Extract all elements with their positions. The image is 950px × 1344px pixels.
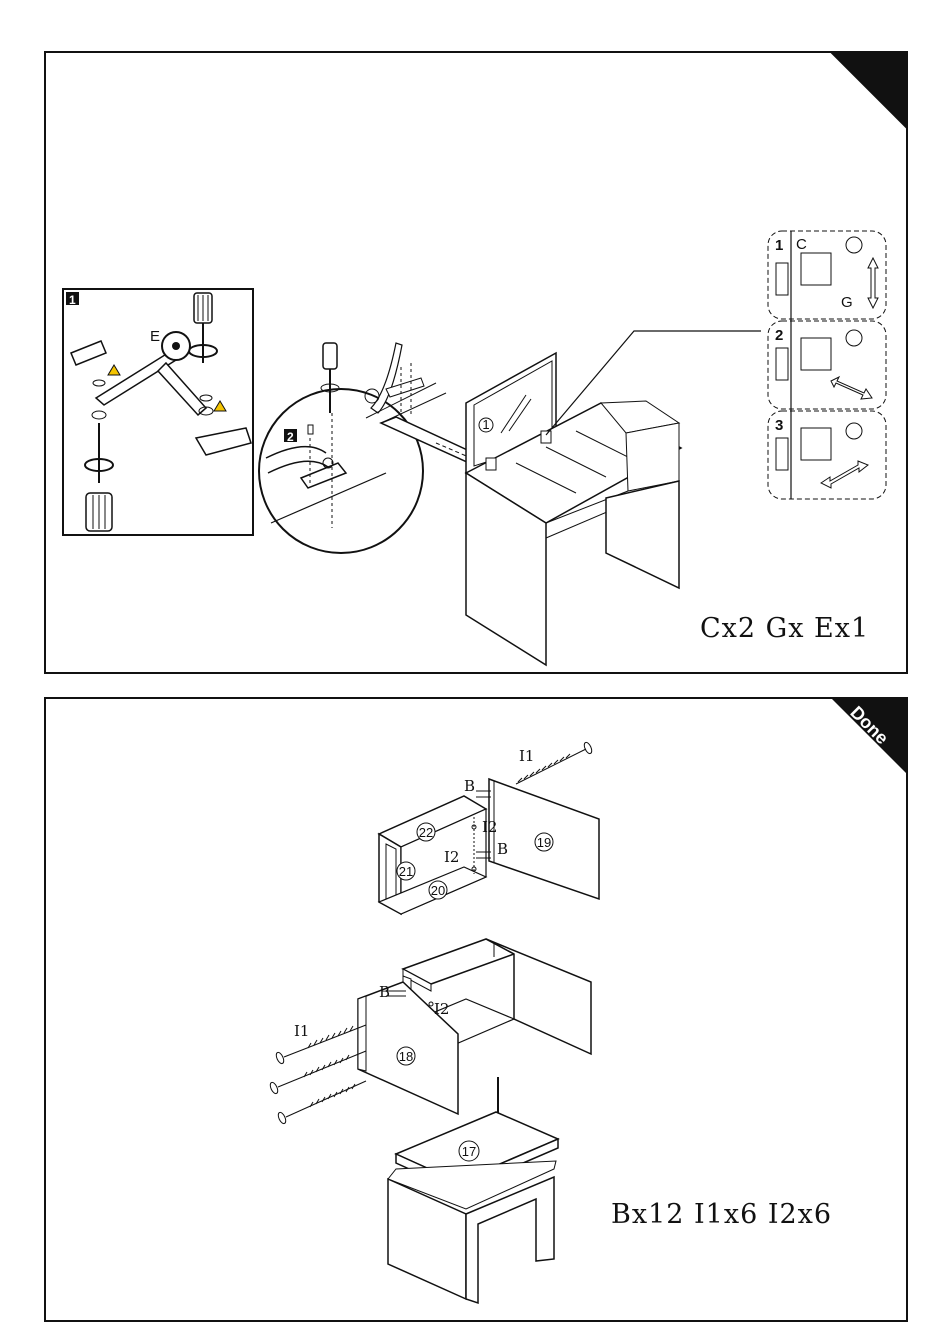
label-b-top: B bbox=[464, 777, 475, 795]
top-illustration: 1 E bbox=[46, 53, 910, 676]
label-b-mid: B bbox=[497, 840, 508, 858]
step-panel-bottom: Done 22 21 20 19 bbox=[44, 697, 908, 1322]
step-panel-top: 1 E bbox=[44, 51, 908, 674]
label-i2-top: I2 bbox=[482, 818, 497, 836]
frame-assembly: 18 B I2 I1 bbox=[269, 939, 591, 1125]
label-b-left: B bbox=[379, 983, 390, 1001]
drawer-box-assembly: 22 21 20 19 I1 B bbox=[379, 741, 599, 914]
inset-step-2: 2 bbox=[259, 389, 423, 553]
label-c: C bbox=[796, 236, 807, 253]
part-number-1: 1 bbox=[482, 417, 489, 432]
label-e: E bbox=[150, 328, 160, 345]
part-number-19: 19 bbox=[537, 835, 551, 850]
label-i1-top: I1 bbox=[519, 747, 534, 765]
label-g: G bbox=[841, 294, 853, 311]
callout-step-3: 3 bbox=[775, 417, 783, 434]
inset-2-badge: 2 bbox=[287, 430, 294, 444]
parts-list-top: Cx2 Gx Ex1 bbox=[700, 613, 869, 644]
part-number-18: 18 bbox=[399, 1049, 413, 1064]
label-i2-mid: I2 bbox=[444, 848, 459, 866]
inset-1-badge: 1 bbox=[69, 293, 76, 307]
callout-step-1: 1 bbox=[775, 237, 783, 254]
hinge-adjust-callout: 1 2 3 C G bbox=[768, 231, 886, 499]
part-number-21: 21 bbox=[399, 864, 413, 879]
bottom-illustration: 22 21 20 19 I1 B bbox=[46, 699, 910, 1324]
callout-step-2: 2 bbox=[775, 327, 783, 344]
finished-stool: 17 bbox=[388, 1112, 558, 1303]
part-number-17: 17 bbox=[462, 1144, 476, 1159]
label-i2-left: I2 bbox=[434, 1000, 449, 1018]
inset-step-1: 1 E bbox=[63, 289, 253, 535]
part-number-22: 22 bbox=[419, 825, 433, 840]
label-i1-left: I1 bbox=[294, 1022, 309, 1040]
parts-list-bottom: Bx12 I1x6 I2x6 bbox=[611, 1199, 832, 1230]
part-number-20: 20 bbox=[431, 883, 445, 898]
